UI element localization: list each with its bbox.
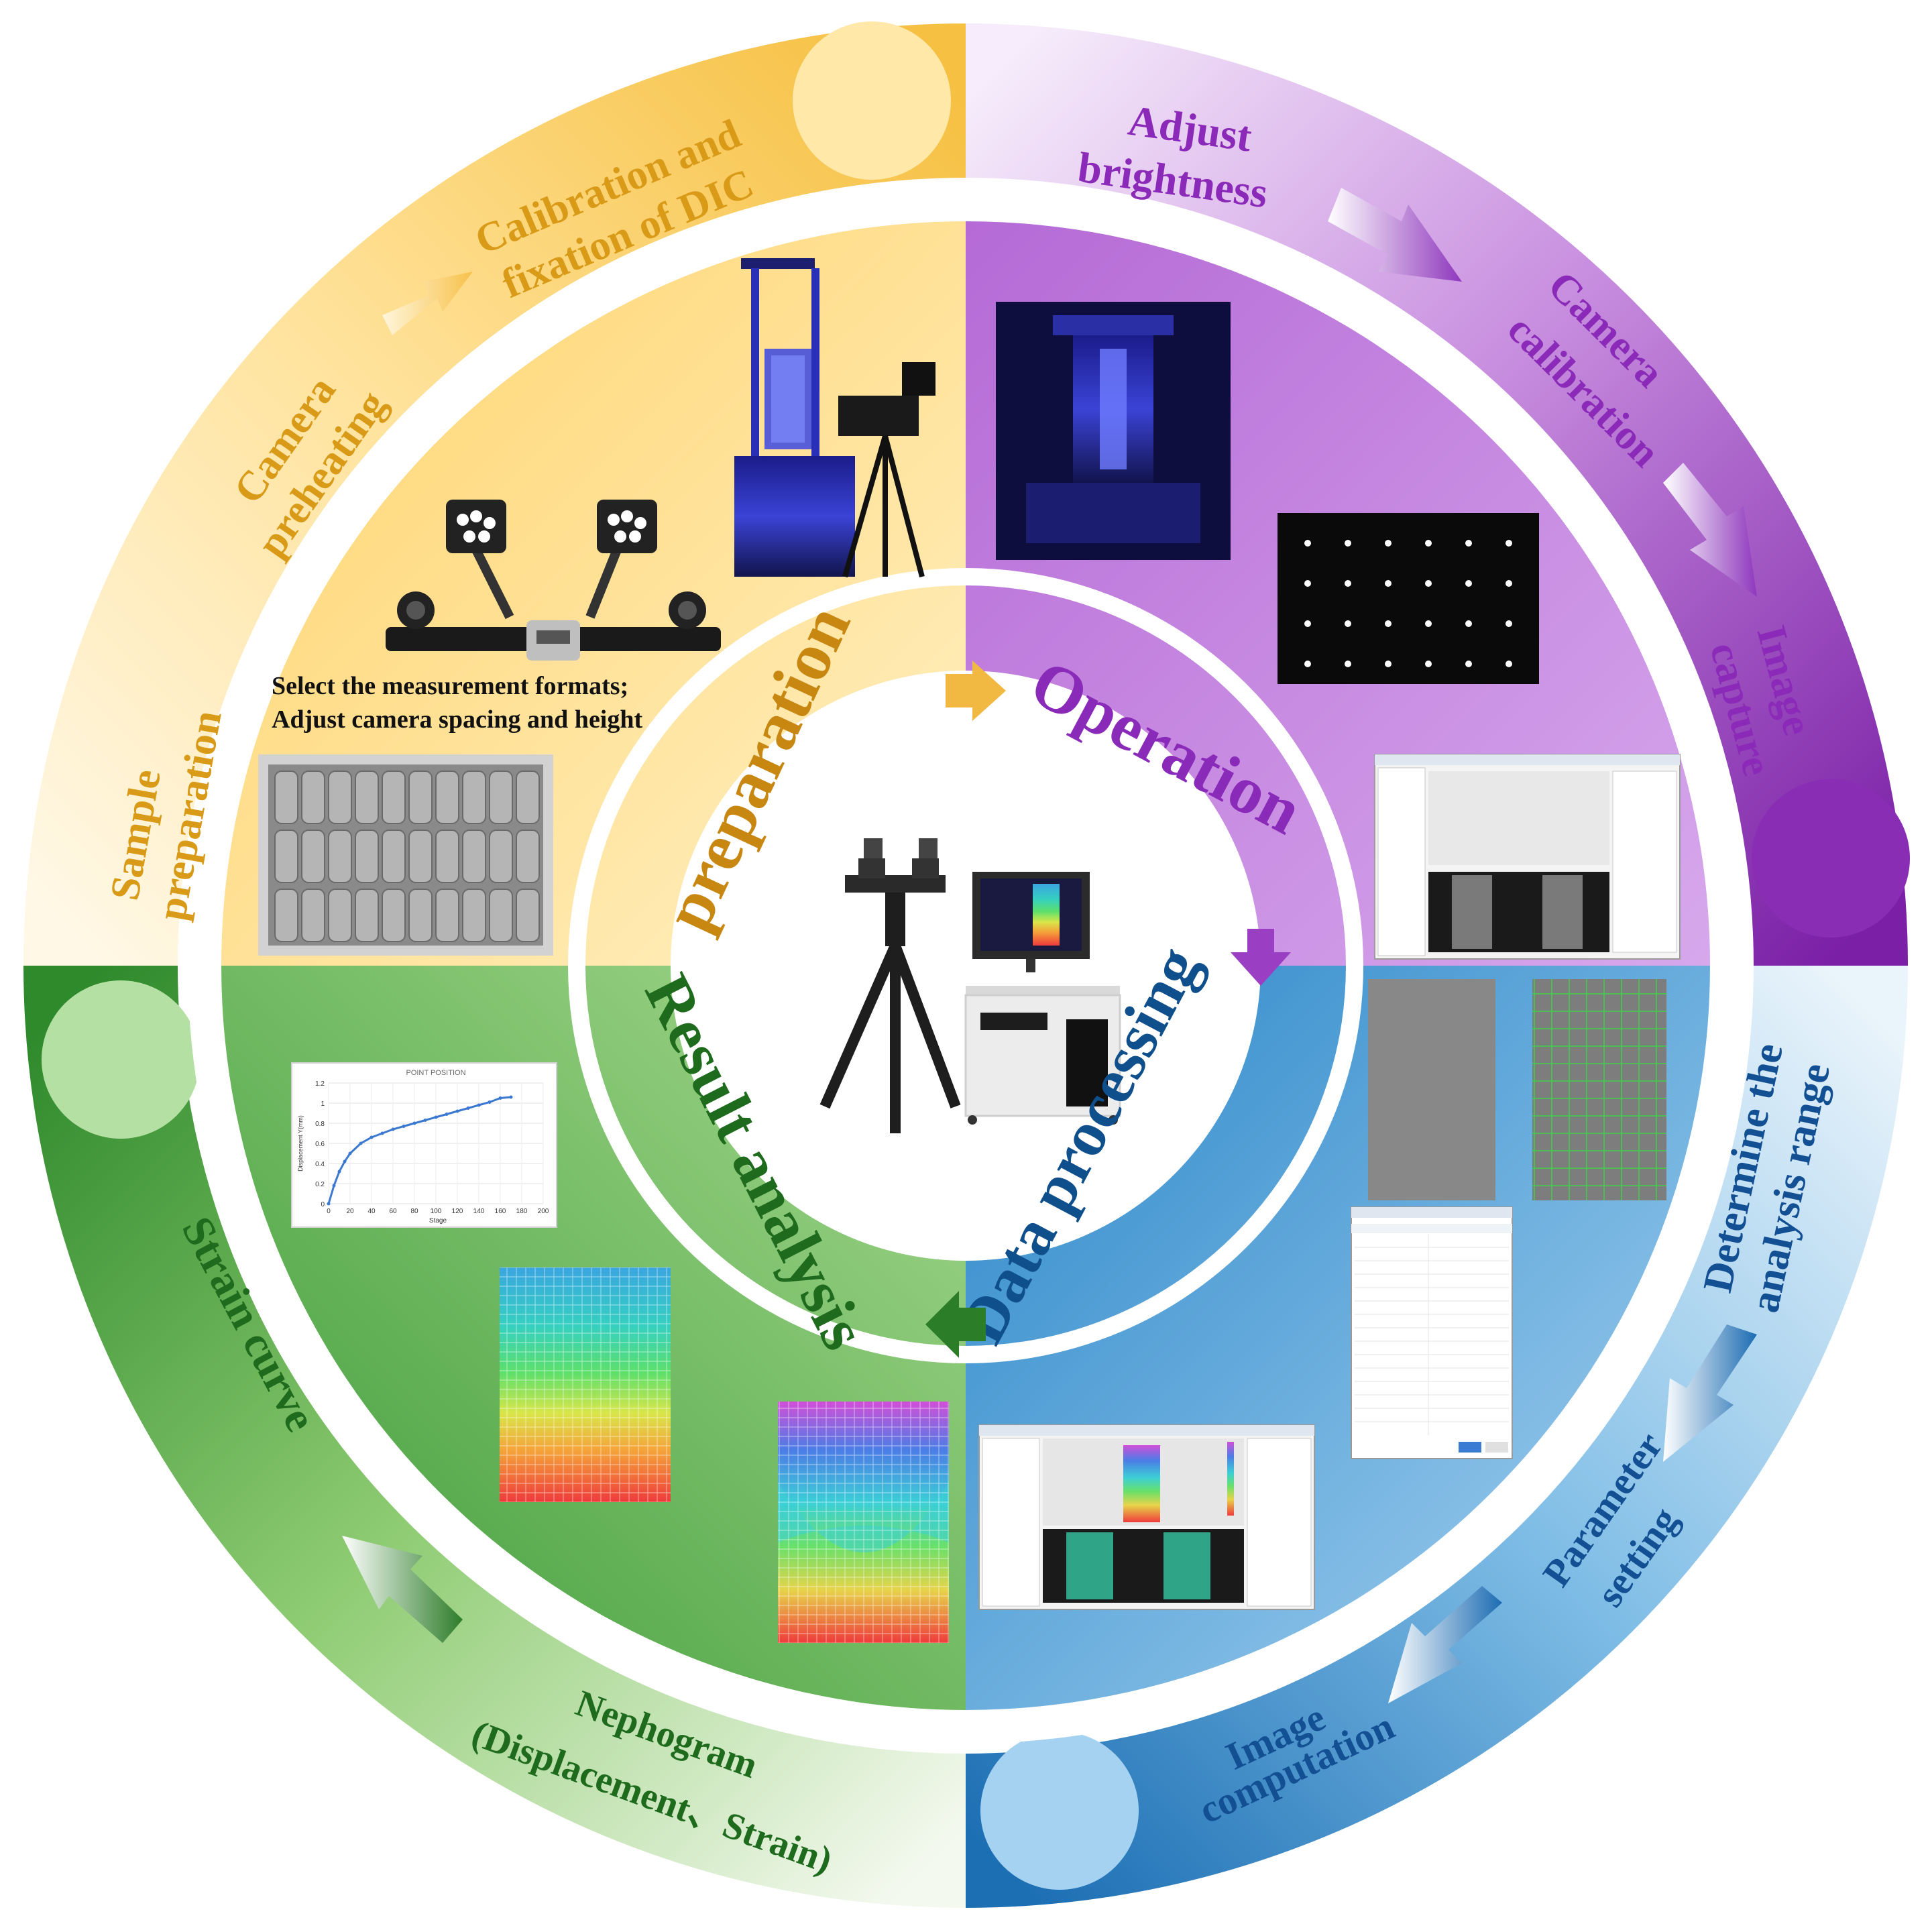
displacement-nephogram-1 — [500, 1267, 671, 1502]
chart-xtick-label: 180 — [516, 1208, 528, 1215]
chart-xtick-label: 20 — [346, 1208, 354, 1215]
stage-arrow-op-to-data — [1231, 929, 1291, 986]
chart-ylabel: Displacement Y(mm) — [297, 1115, 304, 1172]
chart-ytick-label: 0.4 — [315, 1161, 325, 1168]
chart-data-point — [343, 1159, 347, 1163]
outer-ring — [23, 21, 1910, 1908]
ring-arc-operation — [965, 23, 1908, 966]
chart-data-point — [466, 1106, 470, 1110]
strain-nephogram-2 — [778, 1402, 949, 1643]
ring-arc-data-processing — [965, 965, 1908, 1908]
chart-xtick-label: 200 — [538, 1208, 549, 1215]
sample-tray-photo — [258, 754, 553, 956]
ring-arrow-purple-2 — [1663, 463, 1757, 597]
analysis-grid-photo — [1532, 979, 1666, 1200]
blue-lit-test-rig-photo — [996, 302, 1231, 560]
chart-ytick-label: 0.8 — [315, 1121, 325, 1128]
chart-title: POINT POSITION — [406, 1069, 465, 1077]
ring-end-cap-purple — [1752, 779, 1910, 937]
chart-xtick-label: 100 — [431, 1208, 442, 1215]
chart-data-point — [332, 1184, 336, 1188]
stage-arrow-data-to-result — [925, 1291, 986, 1358]
ring-end-cap-green — [42, 980, 200, 1139]
chart-data-point — [391, 1127, 395, 1131]
chart-data-point — [445, 1113, 449, 1116]
chart-data-point — [498, 1096, 502, 1100]
triaxial-test-machine-photo — [734, 258, 935, 578]
chart-xtick-label: 40 — [367, 1208, 376, 1215]
chart-xtick-label: 80 — [410, 1208, 418, 1215]
chart-xtick-label: 120 — [452, 1208, 463, 1215]
chart-data-point — [337, 1170, 341, 1174]
ring-end-cap-blue — [980, 1731, 1139, 1890]
chart-data-point — [370, 1135, 374, 1139]
ring-arrow-blue-1 — [1663, 1324, 1757, 1462]
chart-data-point — [477, 1103, 481, 1107]
note-measurement-formats: Select the measurement formats; — [272, 672, 628, 700]
speckle-pattern-photo — [1368, 979, 1495, 1200]
chart-data-point — [402, 1125, 406, 1128]
parameter-dialog-screenshot — [1351, 1206, 1513, 1459]
chart-xtick-label: 140 — [473, 1208, 485, 1215]
chart-data-point — [509, 1095, 513, 1099]
chart-data-point — [488, 1100, 492, 1104]
chart-ytick-label: 0.6 — [315, 1141, 325, 1148]
stage-arrow-prep-to-op — [946, 661, 1006, 721]
chart-xtick-label: 60 — [389, 1208, 397, 1215]
dic-camera-system-photo — [386, 500, 721, 661]
ring-arrow-blue-2 — [1388, 1586, 1502, 1703]
dic-software-screenshot-2 — [978, 1424, 1315, 1610]
note-camera-spacing: Adjust camera spacing and height — [272, 705, 642, 734]
ring-arc-preparation — [23, 23, 966, 966]
ring-arrow-purple-1 — [1328, 188, 1462, 282]
chart-data-point — [327, 1202, 331, 1206]
calibration-plate-photo — [1278, 513, 1539, 684]
chart-data-point — [423, 1119, 427, 1122]
chart-ytick-label: 1 — [321, 1100, 325, 1108]
chart-xtick-label: 0 — [327, 1208, 331, 1215]
chart-ytick-label: 0 — [321, 1201, 325, 1208]
chart-xlabel: Stage — [429, 1217, 447, 1225]
chart-ytick-label: 0.2 — [315, 1181, 325, 1188]
chart-data-point — [348, 1151, 352, 1155]
ring-arrow-green — [342, 1536, 463, 1643]
chart-data-point — [455, 1109, 459, 1113]
dic-software-screenshot-1 — [1374, 754, 1681, 960]
chart-background — [291, 1062, 557, 1228]
displacement-chart: POINT POSITION Stage Displacement Y(mm) … — [291, 1062, 557, 1228]
ring-arc-result-analysis — [23, 965, 966, 1908]
ring-arrow-yellow — [382, 272, 473, 335]
chart-ytick-label: 1.2 — [315, 1080, 325, 1088]
chart-data-point — [434, 1115, 438, 1119]
chart-xtick-label: 160 — [495, 1208, 506, 1215]
dic-system-illustration — [819, 838, 1121, 1133]
chart-data-point — [359, 1141, 363, 1145]
chart-data-point — [380, 1131, 384, 1135]
chart-data-point — [412, 1121, 416, 1125]
ring-end-cap-yellow — [793, 21, 951, 180]
